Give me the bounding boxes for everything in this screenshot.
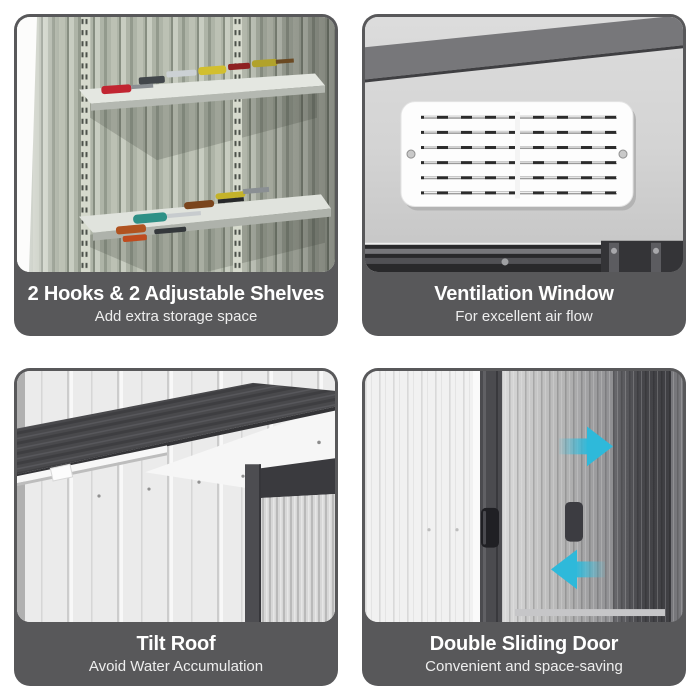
- shelf-standard-left: [81, 17, 90, 272]
- photo-shelves: [17, 17, 335, 272]
- caption-sliding-door: Double Sliding Door Convenient and space…: [365, 622, 683, 686]
- stile-highlight: [483, 371, 486, 622]
- feature-title: 2 Hooks & 2 Adjustable Shelves: [27, 283, 325, 305]
- caption-tilt-roof: Tilt Roof Avoid Water Accumulation: [17, 622, 335, 686]
- shelves-illustration: [17, 17, 335, 272]
- feature-subtitle: Avoid Water Accumulation: [88, 658, 264, 675]
- feature-card-tilt-roof: Tilt Roof Avoid Water Accumulation: [14, 368, 338, 686]
- arrow-left-icon: [551, 549, 605, 590]
- vent-screw-left: [406, 149, 416, 159]
- feature-title: Ventilation Window: [434, 283, 614, 305]
- door-frame: [245, 464, 261, 622]
- caption-ventilation: Ventilation Window For excellent air flo…: [365, 272, 683, 336]
- photo-tilt-roof: [17, 371, 335, 622]
- corrugated-door: [261, 494, 335, 622]
- feature-subtitle: For excellent air flow: [455, 308, 593, 325]
- drip-edge-corner: [49, 463, 74, 482]
- upper-shelf: [79, 73, 325, 111]
- sliding-door-left-corrugation: [502, 371, 613, 622]
- roof-edge-band: [365, 17, 683, 80]
- tools-lower: [115, 186, 270, 243]
- shelf-shadow-lower: [89, 212, 325, 272]
- shelf-standard-right: [233, 17, 242, 272]
- feature-title: Double Sliding Door: [429, 633, 619, 655]
- side-wall: [365, 371, 475, 622]
- wall-left-edge: [17, 371, 25, 622]
- feature-card-ventilation: Ventilation Window For excellent air flo…: [362, 14, 686, 336]
- vent-louvers: [421, 111, 617, 199]
- tilt-roof-panel: [17, 382, 335, 475]
- arrow-right-icon: [559, 426, 613, 467]
- door-frame-inner-line: [259, 464, 261, 622]
- vent-screw-right: [618, 149, 628, 159]
- feature-card-sliding-door: Double Sliding Door Convenient and space…: [362, 368, 686, 686]
- tilt-roof-illustration: [17, 371, 335, 622]
- track-screw: [501, 258, 509, 266]
- photo-ventilation: [365, 17, 683, 272]
- door-track: [365, 240, 683, 272]
- tools-upper: [101, 58, 294, 95]
- wall-screw: [427, 528, 431, 532]
- feature-title: Tilt Roof: [136, 633, 216, 655]
- sliding-door-illustration: [365, 371, 683, 622]
- feature-card-shelves: 2 Hooks & 2 Adjustable Shelves Add extra…: [14, 14, 338, 336]
- gable-screw: [317, 440, 321, 445]
- post-screw-right: [653, 247, 659, 254]
- ventilation-illustration: [365, 17, 683, 272]
- roof-edge-shadow-line: [365, 45, 683, 83]
- wall-screw: [455, 528, 459, 532]
- photo-sliding-door: [365, 371, 683, 622]
- door-sill: [515, 609, 665, 617]
- wall-screws: [97, 474, 245, 498]
- feature-subtitle: Add extra storage space: [94, 308, 258, 325]
- feature-subtitle: Convenient and space-saving: [425, 658, 623, 675]
- wall-light-edge: [17, 17, 37, 272]
- caption-shelves: 2 Hooks & 2 Adjustable Shelves Add extra…: [17, 272, 335, 336]
- wall-corner-trim: [473, 371, 480, 622]
- door-handle-right: [565, 501, 583, 542]
- door-right-edge-corrugation: [671, 371, 683, 622]
- door-handle-left-highlight: [483, 510, 486, 545]
- stile-shadow: [496, 371, 498, 622]
- post-screw-left: [611, 247, 617, 254]
- door-header: [261, 458, 335, 498]
